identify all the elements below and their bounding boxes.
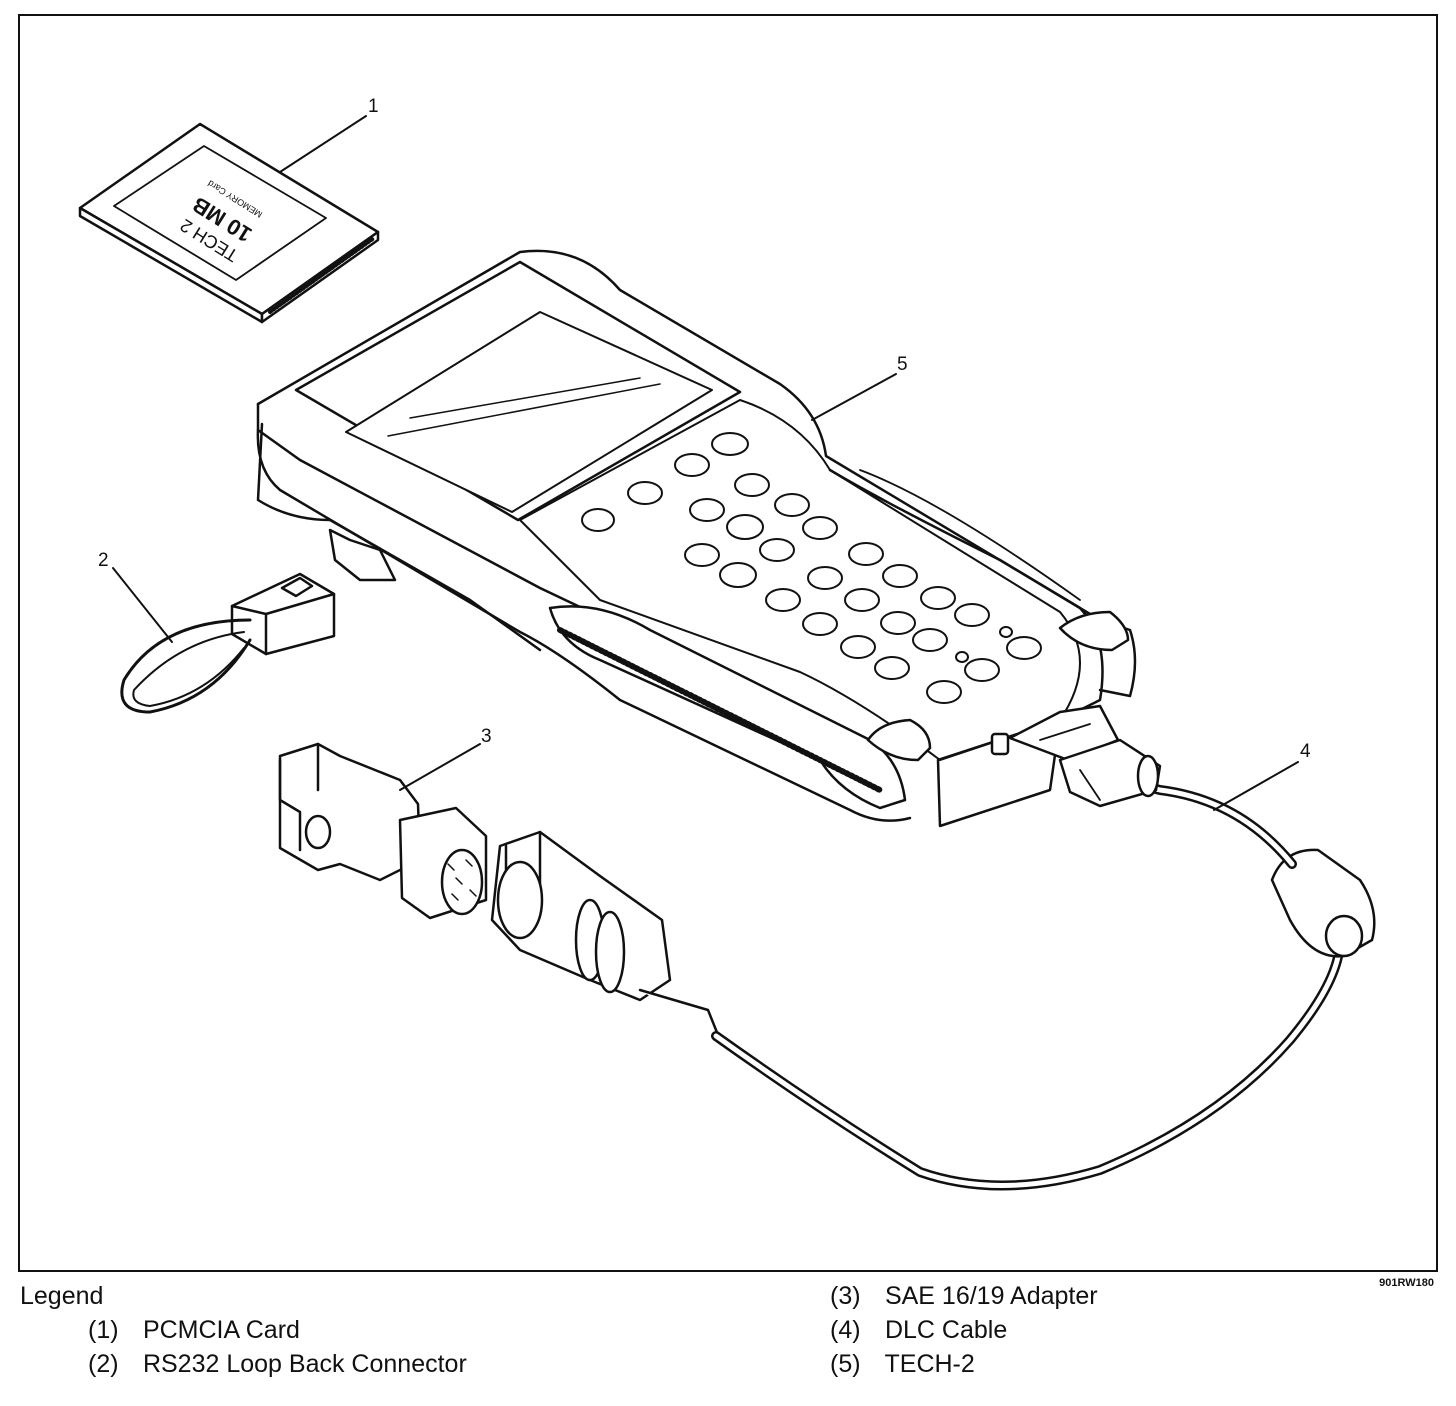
legend-item-label: SAE 16/19 Adapter <box>884 1282 1098 1310</box>
pcmcia-card: TECH 2 10 MB MEMORY Card <box>78 122 380 324</box>
legend-item-number: (3) <box>830 1282 861 1310</box>
legend-title: Legend <box>20 1282 104 1310</box>
legend-item-number: (2) <box>88 1350 119 1378</box>
callout-1: 1 <box>368 96 379 117</box>
legend-item-label: DLC Cable <box>884 1316 1008 1344</box>
legend-item-label: TECH-2 <box>884 1350 975 1378</box>
legend-item-label: PCMCIA Card <box>142 1316 300 1344</box>
callout-2: 2 <box>98 550 109 571</box>
tech2-device <box>256 249 1137 828</box>
figure-id: 901RW180 <box>1379 1277 1434 1289</box>
legend-item-label: RS232 Loop Back Connector <box>142 1350 467 1378</box>
legend-item-dlc-cable: (4) DLC Cable <box>830 1316 1007 1345</box>
legend-item-rs232-loopback: (2) RS232 Loop Back Connector <box>88 1350 467 1379</box>
legend-item-tech2: (5) TECH-2 <box>830 1350 975 1379</box>
callout-5: 5 <box>897 354 908 375</box>
legend-item-number: (5) <box>830 1350 861 1378</box>
rs232-loopback-connector <box>120 572 336 714</box>
callout-leaders <box>112 115 1299 811</box>
legend-item-sae-adapter: (3) SAE 16/19 Adapter <box>830 1282 1098 1311</box>
callout-4: 4 <box>1300 741 1311 762</box>
tech2-keypad <box>581 432 1042 704</box>
dlc-cable <box>490 738 1376 1191</box>
diagram-frame <box>18 14 1438 1272</box>
sae-adapter <box>278 742 488 920</box>
legend-item-number: (1) <box>88 1316 119 1344</box>
legend-item-number: (4) <box>830 1316 861 1344</box>
legend-item-pcmcia-card: (1) PCMCIA Card <box>88 1316 300 1345</box>
callout-3: 3 <box>481 726 492 747</box>
